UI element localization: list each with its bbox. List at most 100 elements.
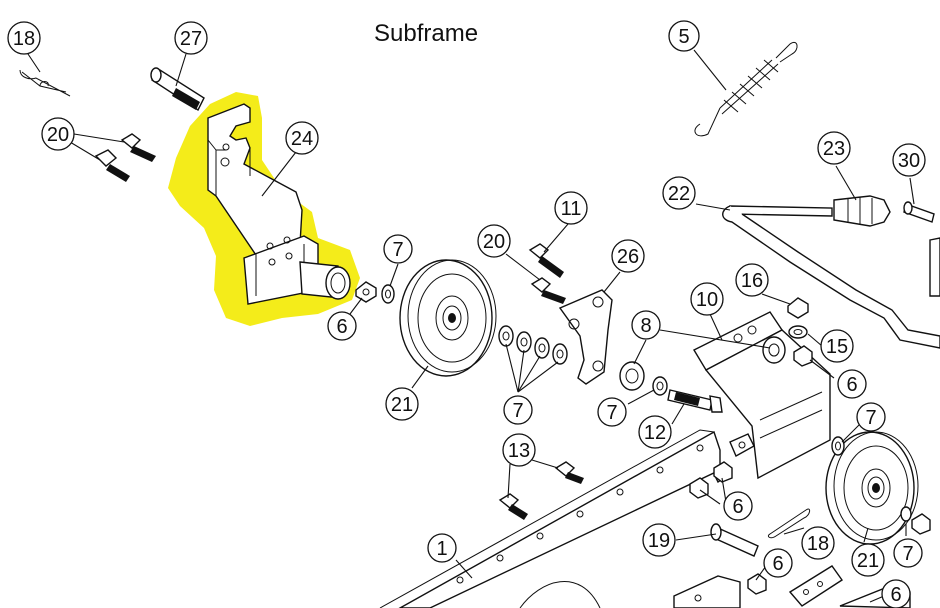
callout-10: 10 xyxy=(690,282,724,316)
diagram-title: Subframe xyxy=(374,20,479,47)
svg-text:20: 20 xyxy=(483,231,505,253)
frame-right-edge xyxy=(929,237,940,297)
svg-text:22: 22 xyxy=(668,183,690,205)
callout-18-bottom: 18 xyxy=(801,526,835,560)
callout-7-a: 7 xyxy=(383,234,413,264)
part-23-connector xyxy=(833,195,891,227)
svg-text:12: 12 xyxy=(644,422,666,444)
svg-text:1: 1 xyxy=(436,538,447,560)
svg-text:7: 7 xyxy=(512,400,523,422)
svg-text:23: 23 xyxy=(823,138,845,160)
part-7-washers-group xyxy=(498,325,568,365)
lower-shaft xyxy=(788,565,843,607)
callout-7-e: 7 xyxy=(893,538,923,568)
callout-24: 24 xyxy=(285,121,319,155)
svg-text:30: 30 xyxy=(898,150,920,172)
part-7-washer-d xyxy=(831,436,845,456)
part-5-spring xyxy=(694,41,798,137)
callout-11: 11 xyxy=(554,191,588,225)
callout-15: 15 xyxy=(820,329,854,363)
part-24-bracket xyxy=(207,103,351,305)
part-6-nut-d xyxy=(747,573,767,595)
callout-6-d: 6 xyxy=(763,548,793,578)
part-21-pulley-a xyxy=(399,259,497,377)
part-8-bushing-a xyxy=(619,361,645,391)
callout-23: 23 xyxy=(817,131,851,165)
svg-text:7: 7 xyxy=(865,407,876,429)
callout-6-b: 6 xyxy=(837,369,867,399)
part-18-hairpin-clip xyxy=(19,69,71,97)
svg-text:5: 5 xyxy=(678,26,689,48)
part-22-rod xyxy=(722,205,940,349)
svg-text:21: 21 xyxy=(391,394,413,416)
callout-6-c: 6 xyxy=(723,491,753,521)
svg-text:18: 18 xyxy=(807,533,829,555)
callout-7-c: 7 xyxy=(597,397,627,427)
callout-6-a: 6 xyxy=(327,311,357,341)
svg-text:8: 8 xyxy=(640,315,651,337)
callout-1: 1 xyxy=(427,533,457,563)
svg-text:13: 13 xyxy=(508,440,530,462)
svg-text:24: 24 xyxy=(291,128,313,150)
part-27-pin xyxy=(150,67,205,112)
callout-21-left: 21 xyxy=(385,387,419,421)
part-7-washer-c xyxy=(652,376,668,396)
part-11-bolt xyxy=(528,243,564,278)
part-20-bolt-a xyxy=(120,133,156,162)
part-8-bushing-b xyxy=(762,336,786,364)
callout-18-top: 18 xyxy=(7,21,41,55)
svg-text:27: 27 xyxy=(180,28,202,50)
part-13-bolt-a xyxy=(554,461,584,484)
callout-16: 16 xyxy=(735,263,769,297)
svg-text:26: 26 xyxy=(617,246,639,268)
callout-5: 5 xyxy=(668,20,700,52)
svg-text:6: 6 xyxy=(890,584,901,606)
callout-7-d: 7 xyxy=(856,402,886,432)
callout-7-group: 7 xyxy=(503,395,533,425)
svg-text:18: 18 xyxy=(13,28,35,50)
svg-text:6: 6 xyxy=(772,553,783,575)
svg-text:10: 10 xyxy=(696,289,718,311)
callout-6-e: 6 xyxy=(881,579,911,608)
callout-26: 26 xyxy=(611,239,645,273)
svg-text:6: 6 xyxy=(846,374,857,396)
part-20-bolt-b xyxy=(94,149,130,182)
part-18-hairpin-clip-b xyxy=(767,508,811,539)
callout-20-left: 20 xyxy=(41,117,75,151)
lower-plate xyxy=(673,575,741,608)
part-6-nut-e xyxy=(900,506,931,535)
callout-21-right: 21 xyxy=(851,543,885,577)
part-26-plate xyxy=(558,289,613,385)
svg-text:7: 7 xyxy=(902,543,913,565)
part-6-nut-a xyxy=(355,281,377,303)
callout-30: 30 xyxy=(892,143,926,177)
svg-text:15: 15 xyxy=(826,336,848,358)
callout-12: 12 xyxy=(638,415,672,449)
svg-text:6: 6 xyxy=(336,316,347,338)
svg-text:6: 6 xyxy=(732,496,743,518)
svg-text:7: 7 xyxy=(606,402,617,424)
part-7-washer-a xyxy=(381,284,395,304)
svg-text:11: 11 xyxy=(561,198,582,220)
part-12-bolt xyxy=(667,389,723,413)
svg-text:16: 16 xyxy=(741,270,763,292)
callout-19: 19 xyxy=(642,523,676,557)
leader-lines xyxy=(27,49,915,603)
callout-27: 27 xyxy=(174,21,208,55)
svg-text:21: 21 xyxy=(857,550,879,572)
part-13-bolt-b xyxy=(498,493,528,520)
callout-8: 8 xyxy=(631,310,661,340)
callout-22: 22 xyxy=(662,176,696,210)
part-1-frame-rail xyxy=(379,429,721,608)
part-19-pin xyxy=(710,523,759,557)
callout-20-mid: 20 xyxy=(477,224,511,258)
part-15-washer xyxy=(788,325,808,339)
part-30-pin xyxy=(903,201,935,223)
svg-text:19: 19 xyxy=(648,530,670,552)
svg-text:7: 7 xyxy=(392,239,403,261)
svg-text:20: 20 xyxy=(47,124,69,146)
part-20-bolt-c xyxy=(530,277,566,304)
part-16-nut xyxy=(787,297,809,319)
callout-13: 13 xyxy=(502,433,536,467)
